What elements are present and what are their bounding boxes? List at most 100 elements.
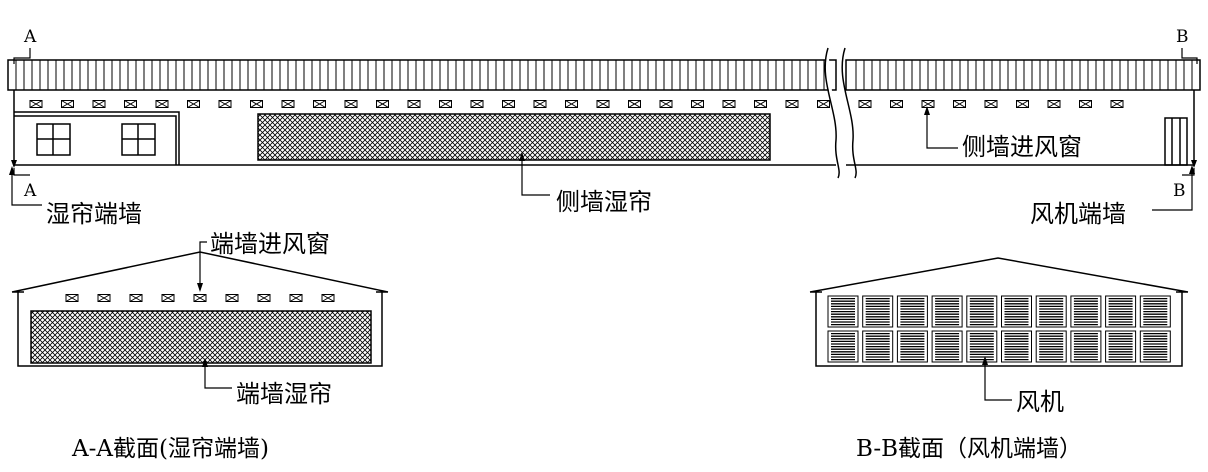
x-box-icon [407,100,421,108]
gable-outline-b [809,257,1189,367]
window-icon [121,123,156,156]
x-box-icon [225,294,239,302]
louver-icon [931,295,963,328]
x-box-icon [129,294,143,302]
x-box-icon [502,100,515,108]
x-box-icon [921,100,935,108]
louver-icon [1139,295,1171,328]
x-box-icon [628,100,641,108]
section-mark-a-bottom: A [23,181,37,201]
louver-icon [1035,330,1067,363]
callout-side-inlet: 侧墙进风窗 [962,133,1082,161]
break-line-icon [824,47,857,179]
louver-icon [966,330,998,363]
louver-icon [862,295,894,328]
x-box-icon [565,100,578,108]
louver-icon [1070,330,1102,363]
leader-side-pad [521,155,550,196]
x-box-icon [193,294,207,302]
pad-end-room [14,111,180,165]
x-box-icon [376,100,389,108]
leader-side-inlet [926,108,958,149]
louver-icon [827,330,859,363]
x-box-icon [533,100,547,108]
louver-icon [1001,330,1032,363]
x-box-icon [29,100,43,108]
roof-band-right [845,59,1201,91]
louver-icon [1070,295,1102,328]
x-box-icon [321,294,335,302]
x-box-icon [1047,100,1061,108]
x-box-icon [344,100,358,108]
x-box-icon [785,100,799,108]
louver-icon [862,330,894,363]
callout-pad-end-wall: 湿帘端墙 [46,200,142,228]
section-cut-b [1181,48,1198,176]
caption-section-a: A-A截面(湿帘端墙) [71,436,269,462]
louver-icon [1105,330,1137,363]
x-box-icon [953,100,966,108]
x-box-icon [289,294,303,302]
x-box-icon [754,100,767,108]
callout-fan: 风机 [1016,388,1064,416]
end-wall-pad [30,310,372,364]
x-box-icon [439,100,452,108]
x-box-icon [124,100,137,108]
callout-end-pad: 端墙湿帘 [236,380,332,408]
x-box-icon [596,100,610,108]
end-inlet-row [65,294,335,302]
louver-icon [827,295,859,328]
roof-corrugation [15,60,1193,90]
callout-end-inlet: 端墙进风窗 [210,230,330,258]
side-wall-pad [257,113,771,161]
section-b-view [809,257,1189,401]
x-box-icon [1079,100,1092,108]
louver-icon [966,295,998,328]
fan-end-door [1164,117,1188,166]
window-icon [36,123,71,156]
louver-icon [1139,330,1171,363]
x-box-icon [1110,100,1124,108]
x-box-icon [92,100,106,108]
roof-band-left [7,59,837,91]
leader-fan [984,358,1012,401]
leader-pad-end-wall [11,168,42,206]
x-box-icon [257,294,271,302]
caption-section-b: B-B截面（风机端墙） [856,436,1082,462]
callout-fan-end-wall: 风机端墙 [1030,200,1126,228]
x-box-icon [1016,100,1029,108]
x-box-icon [817,100,830,108]
x-box-icon [691,100,704,108]
louver-icon [896,330,928,363]
section-mark-b-top: B [1176,27,1189,47]
callout-side-pad: 侧墙湿帘 [556,188,652,216]
x-box-icon [890,100,903,108]
x-box-icon [161,294,175,302]
x-box-icon [984,100,998,108]
x-box-icon [281,100,295,108]
louver-icon [931,330,963,363]
x-box-icon [858,100,872,108]
x-box-icon [722,100,736,108]
x-box-icon [155,100,169,108]
section-mark-b-bottom: B [1173,181,1186,201]
louver-icon [896,295,928,328]
fan-array [827,295,1171,363]
x-box-icon [250,100,263,108]
x-box-icon [61,100,74,108]
louver-icon [1035,295,1067,328]
section-a-view [11,241,389,389]
leader-end-inlet [199,241,207,290]
section-mark-a-top: A [23,27,37,47]
side-elevation [7,47,1201,211]
side-inlet-row [29,100,1124,108]
x-box-icon [313,100,326,108]
x-box-icon [65,294,79,302]
louver-icon [1105,295,1137,328]
x-box-icon [97,294,111,302]
leader-end-pad [204,360,232,389]
x-box-icon [218,100,232,108]
x-box-icon [187,100,200,108]
leader-fan-end-wall [1152,168,1193,211]
